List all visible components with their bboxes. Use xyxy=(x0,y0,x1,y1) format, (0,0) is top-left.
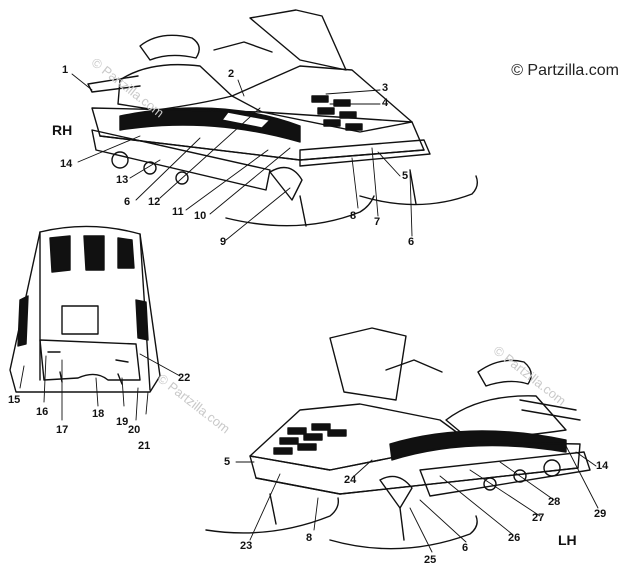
callout-5-lh: 5 xyxy=(224,456,231,468)
lh-hood-vents xyxy=(273,423,347,455)
lh-ski-legs xyxy=(269,493,405,541)
hood-front-view xyxy=(9,225,161,393)
callout-17: 17 xyxy=(56,424,69,436)
callout-1: 1 xyxy=(62,64,69,76)
callout-27: 27 xyxy=(532,512,545,524)
rh-body-edge xyxy=(99,135,425,161)
callout-2: 2 xyxy=(228,68,235,80)
callout-4: 4 xyxy=(382,97,389,109)
callout-6-rh-2: 6 xyxy=(408,236,415,248)
lh-bogie-wheel xyxy=(543,459,561,477)
callout-13: 13 xyxy=(116,174,129,186)
lh-spindle xyxy=(379,475,413,509)
lh-tunnel xyxy=(419,451,591,497)
rh-windshield xyxy=(249,9,347,71)
hood-vent-1 xyxy=(49,235,71,273)
hood-windshield-mount xyxy=(61,305,99,335)
callout-8-rh: 8 xyxy=(350,210,357,222)
callout-24: 24 xyxy=(344,474,357,486)
lh-snowmobile xyxy=(205,327,591,550)
callout-9: 9 xyxy=(220,236,227,248)
lh-ski-right xyxy=(329,515,478,550)
lh-handlebar xyxy=(385,359,443,373)
lh-view-label: LH xyxy=(558,532,577,548)
callout-6-lh: 6 xyxy=(462,542,469,554)
callout-25: 25 xyxy=(424,554,437,566)
callout-29: 29 xyxy=(594,508,607,520)
callout-8-lh: 8 xyxy=(306,532,313,544)
callout-5-rh: 5 xyxy=(402,170,409,182)
callout-11: 11 xyxy=(172,206,184,218)
callout-16: 16 xyxy=(36,406,49,418)
callout-7: 7 xyxy=(374,216,381,228)
rh-hood-vents xyxy=(311,95,363,131)
callout-12: 12 xyxy=(148,196,161,208)
callout-22: 22 xyxy=(178,372,191,384)
rh-ski-right xyxy=(359,175,479,206)
callout-18: 18 xyxy=(92,408,105,420)
rh-seat-backrest xyxy=(139,34,200,61)
lh-side-stripe xyxy=(389,430,567,461)
callout-19: 19 xyxy=(116,416,129,428)
partzilla-watermark: © Partzilla.com xyxy=(511,62,619,79)
callout-3: 3 xyxy=(382,82,389,94)
lh-windshield xyxy=(329,327,407,401)
rh-snowmobile xyxy=(87,9,479,227)
hood-outline xyxy=(9,225,161,393)
callout-10: 10 xyxy=(194,210,207,222)
rh-ski-left xyxy=(225,195,375,227)
leader-lines xyxy=(19,73,599,553)
hood-front-panel xyxy=(39,339,141,381)
lh-ski-left xyxy=(205,497,340,534)
rh-bumper xyxy=(299,139,431,167)
callout-23: 23 xyxy=(240,540,253,552)
lh-rack xyxy=(519,399,581,421)
callout-28: 28 xyxy=(548,496,561,508)
callout-20: 20 xyxy=(128,424,141,436)
rh-spindle xyxy=(269,166,303,201)
callout-6-rh: 6 xyxy=(124,196,131,208)
rh-view-label: RH xyxy=(52,122,73,138)
rh-bogie-wheel xyxy=(111,151,129,169)
rh-handlebar xyxy=(213,41,273,53)
rh-ski-legs xyxy=(299,169,417,227)
lh-seat-backrest xyxy=(477,359,532,387)
callout-26: 26 xyxy=(508,532,521,544)
lh-body-edge xyxy=(255,467,579,495)
callout-14-lh: 14 xyxy=(596,460,609,472)
rh-tunnel xyxy=(91,129,271,191)
callout-15: 15 xyxy=(8,394,21,406)
callout-21: 21 xyxy=(138,440,151,452)
callout-14-rh: 14 xyxy=(60,158,73,170)
